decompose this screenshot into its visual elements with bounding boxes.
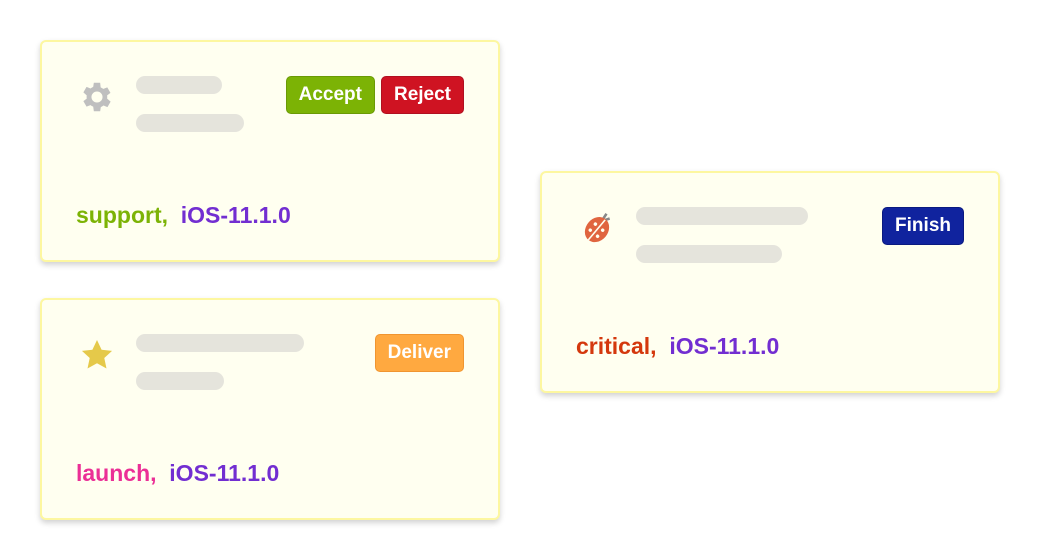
skeleton-line	[136, 76, 222, 94]
tag-label: critical	[576, 333, 651, 359]
finish-button[interactable]: Finish	[882, 207, 964, 245]
skeleton-line	[636, 207, 808, 225]
card-tags: critical, iOS-11.1.0	[576, 333, 779, 360]
tag-label: support	[76, 202, 162, 228]
star-icon	[81, 339, 113, 369]
version-label: iOS-11.1.0	[669, 333, 780, 359]
version-label: iOS-11.1.0	[169, 460, 280, 486]
version-label: iOS-11.1.0	[180, 202, 291, 228]
skeleton-line	[136, 114, 244, 132]
separator: ,	[161, 202, 168, 228]
separator: ,	[650, 333, 657, 359]
deliver-button[interactable]: Deliver	[374, 334, 464, 372]
skeleton-line	[636, 245, 782, 263]
card-launch: Deliver launch, iOS-11.1.0	[40, 298, 500, 520]
accept-button[interactable]: Accept	[285, 76, 375, 114]
skeleton-line	[136, 372, 224, 390]
card-critical: Finish critical, iOS-11.1.0	[540, 171, 1000, 393]
bug-icon	[584, 213, 611, 243]
tag-label: launch	[76, 460, 151, 486]
card-tags: support, iOS-11.1.0	[76, 202, 291, 229]
gear-icon	[83, 82, 111, 112]
reject-button[interactable]: Reject	[380, 76, 464, 114]
card-support: Accept Reject support, iOS-11.1.0	[40, 40, 500, 262]
skeleton-line	[136, 334, 304, 352]
card-tags: launch, iOS-11.1.0	[76, 460, 279, 487]
separator: ,	[150, 460, 157, 486]
